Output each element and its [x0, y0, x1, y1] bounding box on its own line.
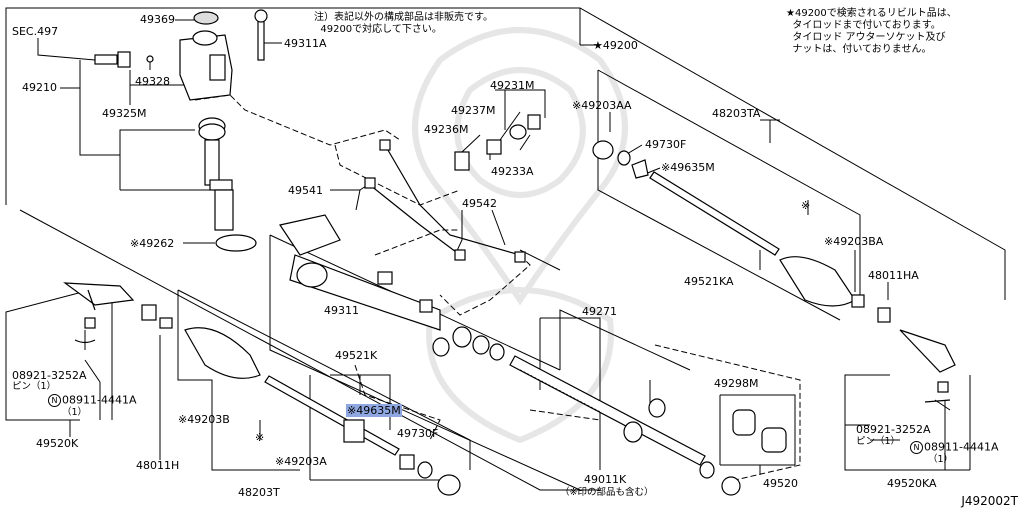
n-circle-icon: N — [48, 394, 61, 407]
label-48011ha[interactable]: 48011HA — [868, 269, 919, 282]
label-pin-left: ピン（1） — [12, 381, 57, 392]
label-08911-left-text: 08911-4441A — [62, 393, 137, 407]
label-49203aa[interactable]: ※49203AA — [572, 99, 632, 112]
label-49233a[interactable]: 49233A — [491, 165, 534, 178]
label-49635m-left[interactable]: ※49635M — [346, 404, 402, 417]
label-qty-left: （1） — [62, 407, 88, 418]
label-49328[interactable]: 49328 — [135, 75, 170, 88]
label-49203a[interactable]: ※49203A — [275, 455, 327, 468]
label-08911-right-text: 08911-4441A — [924, 440, 999, 454]
note-rebuilt: ★49200で検索されるリビルト品は、 タイロッドまで付いております。 タイロッ… — [786, 8, 957, 55]
label-08921-left[interactable]: 08921-3252A — [12, 369, 87, 382]
label-49369[interactable]: 49369 — [140, 13, 175, 26]
label-49325m[interactable]: 49325M — [102, 107, 147, 120]
label-49231m[interactable]: 49231M — [490, 79, 535, 92]
label-49203ba[interactable]: ※49203BA — [824, 235, 884, 248]
label-49635m-right[interactable]: ※49635M — [661, 161, 715, 174]
label-49542[interactable]: 49542 — [462, 197, 497, 210]
note-non-sale: 注）表記以外の構成部品は非販売です。 49200で対応して下さい。 — [314, 12, 493, 35]
label-49311[interactable]: 49311 — [324, 304, 359, 317]
label-49730f-left[interactable]: 49730F — [397, 427, 439, 440]
label-48203t[interactable]: 48203T — [238, 486, 280, 499]
label-49635m-left-text: ※49635M — [346, 404, 402, 417]
label-sec497[interactable]: SEC.497 — [12, 25, 59, 38]
label-49521k[interactable]: 49521K — [335, 349, 378, 362]
star-mark-right: ※ — [801, 199, 811, 212]
label-49520ka[interactable]: 49520KA — [887, 477, 937, 490]
label-49200[interactable]: ★49200 — [593, 39, 638, 52]
label-49262[interactable]: ※49262 — [130, 237, 175, 250]
label-49210[interactable]: 49210 — [22, 81, 57, 94]
label-49520[interactable]: 49520 — [763, 477, 798, 490]
label-49521ka[interactable]: 49521KA — [684, 275, 734, 288]
label-49011k[interactable]: 49011K — [584, 473, 627, 486]
label-49271[interactable]: 49271 — [582, 305, 617, 318]
label-49011k-note: （※印の部品も含む） — [560, 487, 654, 498]
label-49298m[interactable]: 49298M — [714, 377, 759, 390]
label-48011h[interactable]: 48011H — [136, 459, 180, 472]
label-49236m[interactable]: 49236M — [424, 123, 469, 136]
label-49520k[interactable]: 49520K — [36, 437, 79, 450]
label-08921-right[interactable]: 08921-3252A — [856, 423, 931, 436]
label-49541[interactable]: 49541 — [288, 184, 323, 197]
label-qty-right: （1） — [928, 454, 954, 465]
label-pin-right: ピン（1） — [856, 436, 901, 447]
label-49203b[interactable]: ※49203B — [178, 413, 230, 426]
n-circle-icon: N — [910, 441, 923, 454]
cap-49369 — [193, 11, 219, 25]
label-49237m[interactable]: 49237M — [451, 104, 496, 117]
label-48203ta[interactable]: 48203TA — [712, 107, 761, 120]
label-49730f-right[interactable]: 49730F — [645, 138, 687, 151]
label-49311a[interactable]: 49311A — [284, 37, 327, 50]
star-mark-left: ※ — [255, 431, 265, 444]
diagram-id: J492002T — [961, 494, 1018, 508]
